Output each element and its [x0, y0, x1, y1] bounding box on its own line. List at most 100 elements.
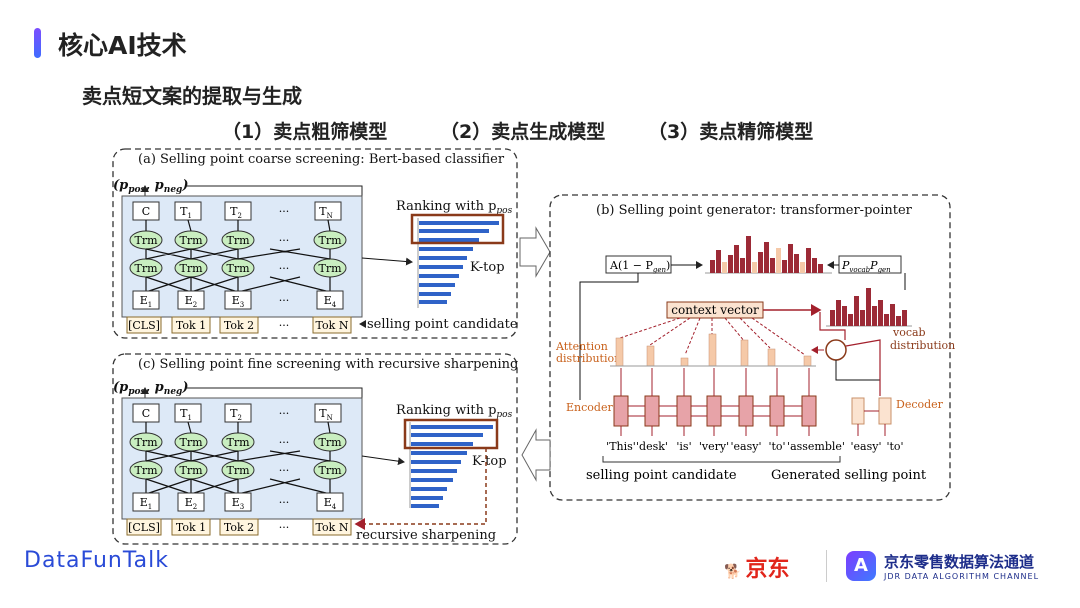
panel-a-output: (ppos, pneg)	[113, 178, 189, 195]
title-accent-bar	[34, 28, 41, 58]
svg-text:'easy': 'easy'	[851, 440, 882, 453]
candidate-caption: selling point candidate	[586, 468, 737, 483]
input-token-row-c: [CLS] Tok 1 Tok 2 ··· Tok N	[126, 518, 352, 536]
encoder-cells	[613, 395, 817, 427]
jdr-channel-name: 京东零售数据算法通道	[884, 553, 1035, 571]
model-label-coarse: （1）卖点粗筛模型	[222, 121, 388, 143]
svg-text:Tok 2: Tok 2	[224, 521, 254, 534]
svg-text:E1: E1	[140, 294, 153, 309]
svg-text:T1: T1	[180, 407, 192, 422]
svg-text:Trm: Trm	[179, 464, 203, 477]
svg-text:C: C	[142, 407, 150, 420]
svg-text:···: ···	[279, 319, 290, 332]
flow-arrow-right	[519, 226, 551, 278]
panel-c-title: (c) Selling point fine screening with re…	[138, 357, 518, 372]
ranking-bars-c	[403, 418, 499, 508]
attention-label-2: distribution	[556, 352, 621, 365]
svg-text:E1: E1	[140, 496, 153, 511]
svg-text:Trm: Trm	[318, 436, 342, 449]
embedding-row-c: E1 E2 E3 ··· E4	[132, 492, 344, 512]
svg-text:Tok 1: Tok 1	[176, 521, 206, 534]
svg-text:TN: TN	[319, 205, 332, 220]
svg-text:E2: E2	[185, 294, 198, 309]
svg-text:Tok N: Tok N	[316, 521, 349, 534]
panel-fine-screening: (c) Selling point fine screening with re…	[112, 353, 518, 545]
svg-text:···: ···	[279, 496, 290, 509]
footer-divider	[826, 550, 827, 582]
jdr-badge-icon: A	[846, 551, 876, 581]
decoder-label: Decoder	[896, 398, 944, 411]
svg-text:'This': 'This'	[606, 440, 636, 453]
output-token-row-c: C T1 T2 ··· TN	[132, 403, 342, 423]
svg-text:E2: E2	[185, 496, 198, 511]
page-title: 核心AI技术	[58, 31, 187, 60]
panel-c-output: (ppos, pneg)	[113, 380, 189, 397]
context-vector-label: context vector	[671, 303, 759, 317]
svg-text:···: ···	[279, 205, 290, 218]
recursive-label: recursive sharpening	[356, 528, 496, 543]
attention-bars	[615, 333, 812, 367]
svg-text:Trm: Trm	[134, 262, 158, 275]
svg-text:'desk': 'desk'	[636, 440, 668, 453]
svg-text:'is': 'is'	[676, 440, 691, 453]
svg-text:Trm: Trm	[226, 262, 250, 275]
svg-text:E4: E4	[324, 496, 337, 511]
svg-text:Trm: Trm	[226, 464, 250, 477]
svg-text:Tok N: Tok N	[316, 319, 349, 332]
svg-text:T2: T2	[230, 407, 242, 422]
svg-text:···: ···	[279, 407, 290, 420]
svg-text:'very': 'very'	[699, 440, 729, 453]
gate-vocab-label: PvocabPgen	[841, 259, 891, 274]
panel-coarse-screening: (a) Selling point coarse screening: Bert…	[112, 148, 518, 339]
pgen-switch	[825, 339, 847, 361]
svg-text:···: ···	[279, 464, 290, 477]
jd-dog-icon: 🐕	[724, 564, 742, 580]
datafuntalk-logo: DataFunTalk	[24, 548, 169, 573]
svg-text:E3: E3	[232, 294, 245, 309]
ranking-label: Ranking with ppos	[396, 199, 513, 216]
svg-text:E3: E3	[232, 496, 245, 511]
svg-text:E4: E4	[324, 294, 337, 309]
vocab-label-1: vocab	[892, 326, 926, 339]
candidate-label: selling point candidate	[367, 317, 518, 332]
page-subtitle: 卖点短文案的提取与生成	[82, 84, 302, 108]
svg-text:Trm: Trm	[179, 262, 203, 275]
svg-text:Trm: Trm	[226, 234, 250, 247]
svg-text:TN: TN	[319, 407, 332, 422]
encoder-words: 'This' 'desk' 'is' 'very' 'easy' 'to' 'a…	[606, 440, 845, 453]
svg-text:[CLS]: [CLS]	[128, 521, 160, 534]
panel-a-title: (a) Selling point coarse screening: Bert…	[138, 152, 505, 167]
svg-text:T1: T1	[180, 205, 192, 220]
output-token-row: C T1 T2 ··· TN	[132, 201, 342, 221]
final-distribution-bars	[705, 236, 832, 274]
jdr-channel-subtitle: JDR DATA ALGORITHM CHANNEL	[884, 572, 1040, 581]
model-label-fine: （3）卖点精筛模型	[648, 121, 814, 143]
input-token-row: [CLS] Tok 1 Tok 2 ··· Tok N	[126, 316, 352, 334]
svg-text:'easy': 'easy'	[731, 440, 762, 453]
svg-text:Trm: Trm	[134, 464, 158, 477]
panel-b-title: (b) Selling point generator: transformer…	[596, 203, 913, 218]
svg-text:Trm: Trm	[134, 234, 158, 247]
svg-text:···: ···	[279, 234, 290, 247]
jd-logo: 🐕京东	[724, 557, 790, 582]
svg-text:Trm: Trm	[179, 234, 203, 247]
model-label-generator: （2）卖点生成模型	[440, 121, 606, 143]
svg-text:Trm: Trm	[134, 436, 158, 449]
flow-arrow-left	[521, 428, 551, 482]
vocab-distribution-bars	[826, 288, 912, 327]
svg-text:Trm: Trm	[179, 436, 203, 449]
svg-text:···: ···	[279, 521, 290, 534]
panel-generator: (b) Selling point generator: transformer…	[549, 194, 955, 501]
generated-caption: Generated selling point	[771, 468, 927, 483]
vocab-label-2: distribution	[890, 339, 955, 352]
svg-text:···: ···	[279, 436, 290, 449]
ranking-label-c: Ranking with ppos	[396, 403, 513, 420]
svg-text:Trm: Trm	[318, 262, 342, 275]
svg-text:Tok 2: Tok 2	[224, 319, 254, 332]
decoder-words: 'easy' 'to'	[851, 440, 904, 453]
svg-text:Tok 1: Tok 1	[176, 319, 206, 332]
embedding-row: E1 E2 E3 ··· E4	[132, 290, 344, 310]
svg-text:Trm: Trm	[226, 436, 250, 449]
ranking-bars-a	[410, 213, 505, 308]
